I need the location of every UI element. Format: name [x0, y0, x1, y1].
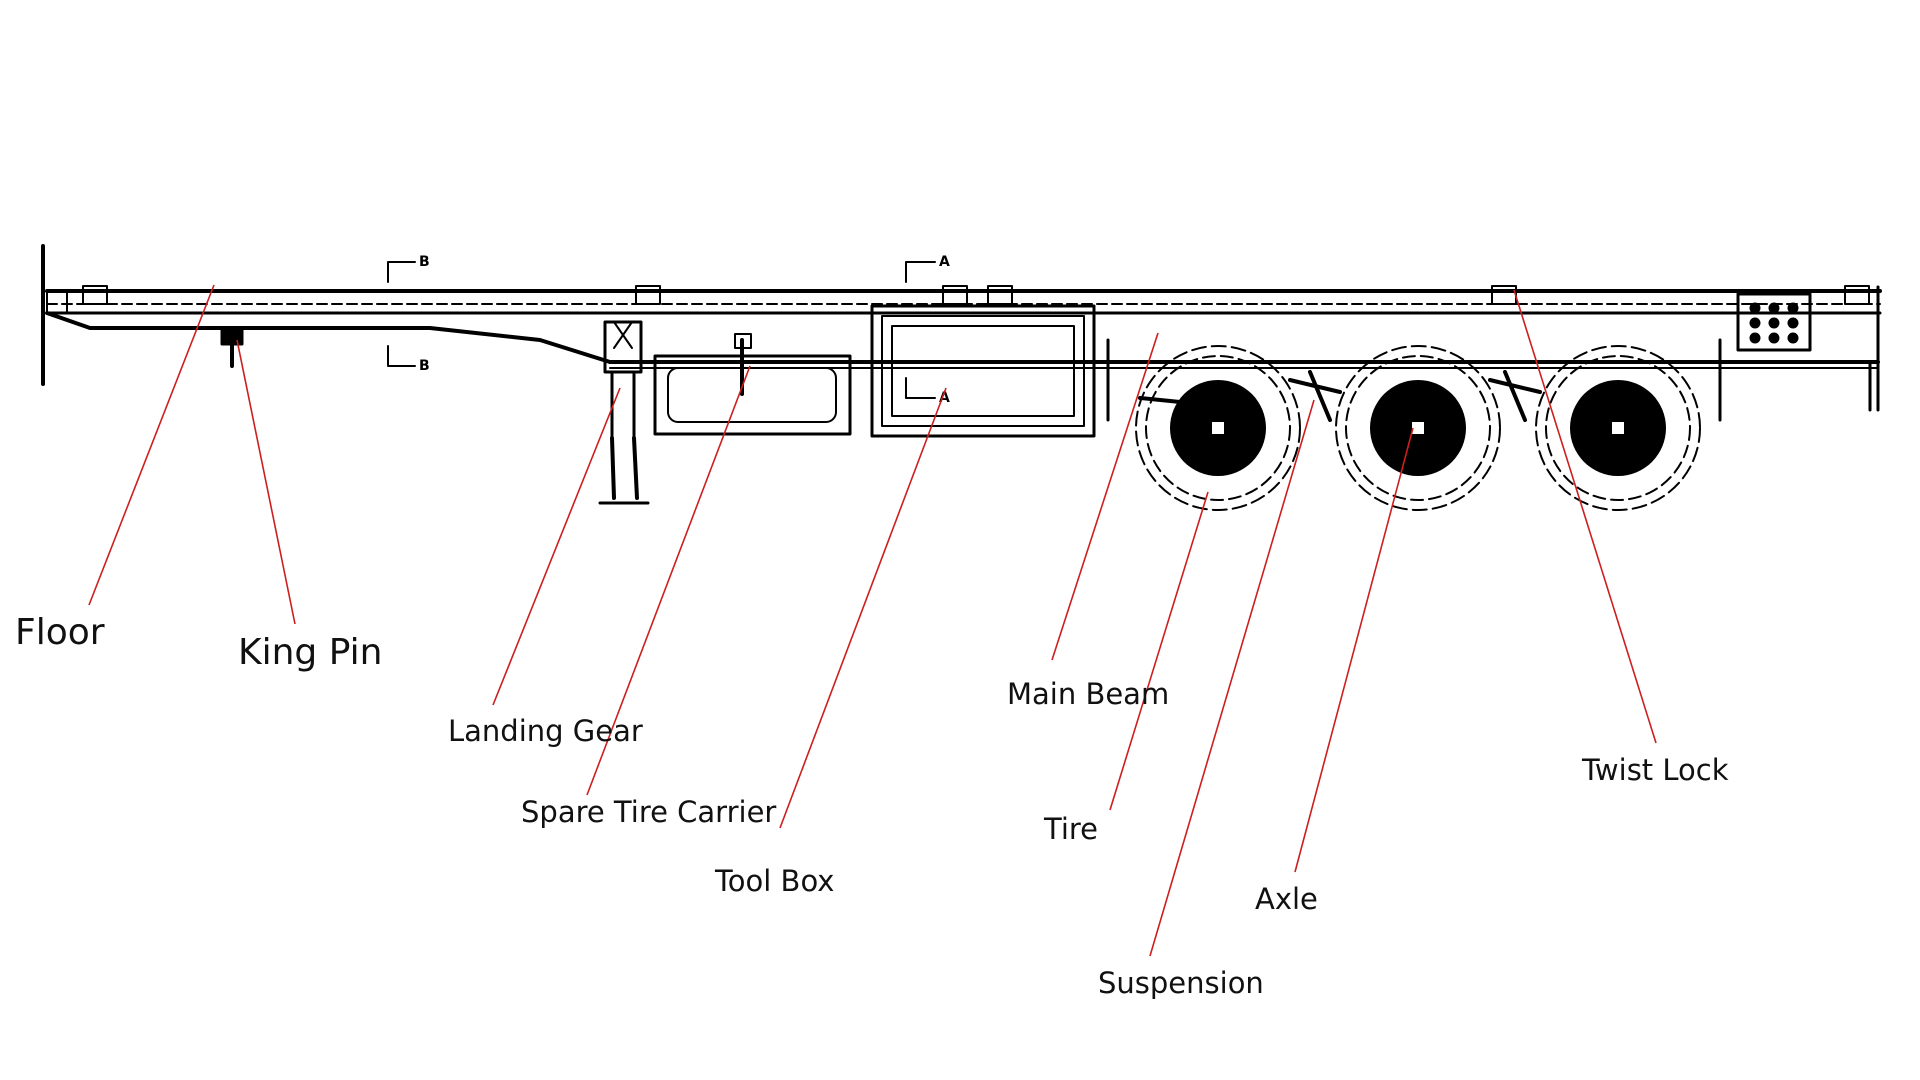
leader-suspension	[1149, 399, 1315, 957]
label-king-pin: King Pin	[238, 632, 383, 673]
leader-tool-box	[779, 387, 947, 829]
landing-gear	[603, 320, 643, 374]
leader-spare-tire-carrier	[586, 365, 751, 796]
section-mark-b-bottom: B	[419, 358, 430, 374]
wheel-1	[1135, 345, 1301, 511]
label-spare-tire-carrier: Spare Tire Carrier	[521, 795, 777, 829]
label-tool-box: Tool Box	[715, 864, 835, 898]
section-mark-a-bottom: A	[939, 390, 950, 406]
wheel-3	[1535, 345, 1701, 511]
label-main-beam: Main Beam	[1007, 677, 1170, 711]
leader-king-pin	[236, 339, 296, 625]
leader-landing-gear	[492, 387, 621, 706]
leader-axle	[1294, 427, 1414, 873]
label-suspension: Suspension	[1098, 966, 1264, 1000]
suspension	[1138, 370, 1542, 422]
label-landing-gear: Landing Gear	[448, 714, 643, 748]
leader-floor	[88, 284, 215, 606]
leader-lines	[88, 284, 1657, 957]
leader-twist-lock	[1513, 289, 1657, 744]
tool-box	[870, 304, 1096, 438]
label-twist-lock: Twist Lock	[1582, 753, 1729, 787]
king-pin	[220, 328, 244, 346]
label-axle: Axle	[1255, 882, 1318, 916]
section-mark-a-top: A	[939, 254, 950, 270]
leader-main-beam	[1051, 332, 1159, 661]
label-floor: Floor	[15, 612, 105, 653]
section-mark-b-top: B	[419, 254, 430, 270]
trailer-drawing	[41, 244, 1882, 511]
label-tire: Tire	[1044, 812, 1099, 846]
gooseneck	[45, 311, 612, 364]
leader-tire	[1109, 491, 1209, 811]
wheel-2	[1335, 345, 1501, 511]
